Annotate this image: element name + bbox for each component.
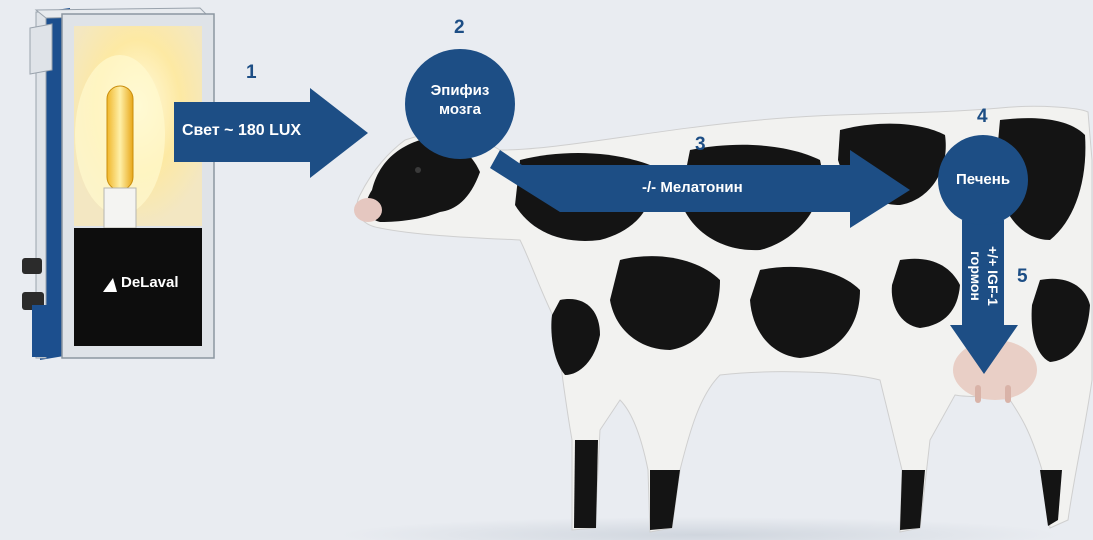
liver-label: Печень xyxy=(938,171,1028,188)
epiphysis-label-line2: мозга xyxy=(405,101,515,118)
step-number-4: 4 xyxy=(977,106,988,128)
light-label: Свет ~ 180 LUX xyxy=(182,122,301,140)
igf-label-line2: гормон xyxy=(968,236,984,316)
epiphysis-label-line1: Эпифиз xyxy=(405,82,515,99)
igf-label-group: +/+ IGF-1 гормон xyxy=(965,236,1001,316)
igf-label-line1: +/+ IGF-1 xyxy=(985,236,1001,316)
melatonin-label: -/- Мелатонин xyxy=(642,179,743,196)
brand-label: DeLaval xyxy=(121,274,179,291)
ground-shadow xyxy=(340,517,1060,540)
step-number-3: 3 xyxy=(695,134,706,156)
lamp-device-icon xyxy=(22,8,214,360)
step-number-5: 5 xyxy=(1017,266,1028,288)
step-number-1: 1 xyxy=(246,62,257,84)
step-number-2: 2 xyxy=(454,17,465,39)
